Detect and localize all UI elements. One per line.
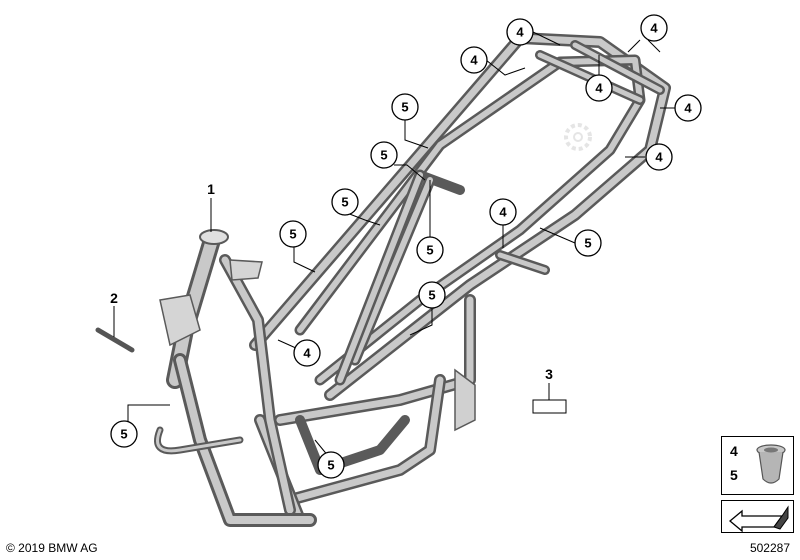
callout-5-g: 5 <box>418 281 446 309</box>
svg-text:5: 5 <box>341 195 348 210</box>
callout-3: 3 <box>545 366 553 382</box>
callout-4-d: 4 <box>585 74 613 102</box>
svg-text:5: 5 <box>426 243 433 258</box>
callout-5-e: 5 <box>416 236 444 264</box>
callout-1: 1 <box>207 181 215 197</box>
legend-item-5: 5 <box>730 467 738 483</box>
callout-2: 2 <box>110 290 118 306</box>
callout-4-a: 4 <box>506 18 534 46</box>
callout-5-c: 5 <box>331 188 359 216</box>
svg-text:4: 4 <box>516 25 524 40</box>
callout-5-d: 5 <box>279 220 307 248</box>
callout-4-g: 4 <box>489 198 517 226</box>
callout-4-c: 4 <box>460 46 488 74</box>
callout-4-f: 4 <box>645 143 673 171</box>
svg-text:5: 5 <box>380 148 387 163</box>
callout-5-a: 5 <box>391 93 419 121</box>
arrow-box <box>721 500 794 533</box>
frame-structure <box>154 32 671 527</box>
svg-text:5: 5 <box>584 236 591 251</box>
callout-5-i: 5 <box>317 451 345 479</box>
callout-4-h: 4 <box>293 339 321 367</box>
leader-lines <box>113 31 675 458</box>
gear-watermark-icon <box>564 123 592 151</box>
legend-box: 4 5 <box>721 436 794 495</box>
svg-text:5: 5 <box>327 458 334 473</box>
callouts: 1 2 3 4 4 4 4 4 4 4 4 5 5 5 5 5 5 5 5 5 <box>110 14 702 479</box>
callout-5-h: 5 <box>110 420 138 448</box>
svg-text:4: 4 <box>650 21 658 36</box>
svg-text:5: 5 <box>289 227 296 242</box>
svg-text:5: 5 <box>120 427 127 442</box>
legend-item-4: 4 <box>730 443 738 459</box>
part-3-label-rect <box>532 399 567 414</box>
svg-text:4: 4 <box>684 101 692 116</box>
grommet-icon <box>756 444 786 484</box>
arrow-icon <box>728 505 789 532</box>
svg-text:4: 4 <box>470 53 478 68</box>
svg-text:4: 4 <box>499 205 507 220</box>
diagram-number: 502287 <box>749 541 790 555</box>
svg-text:4: 4 <box>655 150 663 165</box>
callout-5-b: 5 <box>370 141 398 169</box>
callout-4-b: 4 <box>640 14 668 42</box>
callout-5-f: 5 <box>574 229 602 257</box>
svg-text:5: 5 <box>428 288 435 303</box>
svg-text:5: 5 <box>401 100 408 115</box>
part-2-rod <box>95 327 135 353</box>
copyright-text: © 2019 BMW AG <box>6 541 98 555</box>
callout-4-e: 4 <box>674 94 702 122</box>
svg-text:4: 4 <box>595 81 603 96</box>
svg-text:4: 4 <box>303 346 311 361</box>
